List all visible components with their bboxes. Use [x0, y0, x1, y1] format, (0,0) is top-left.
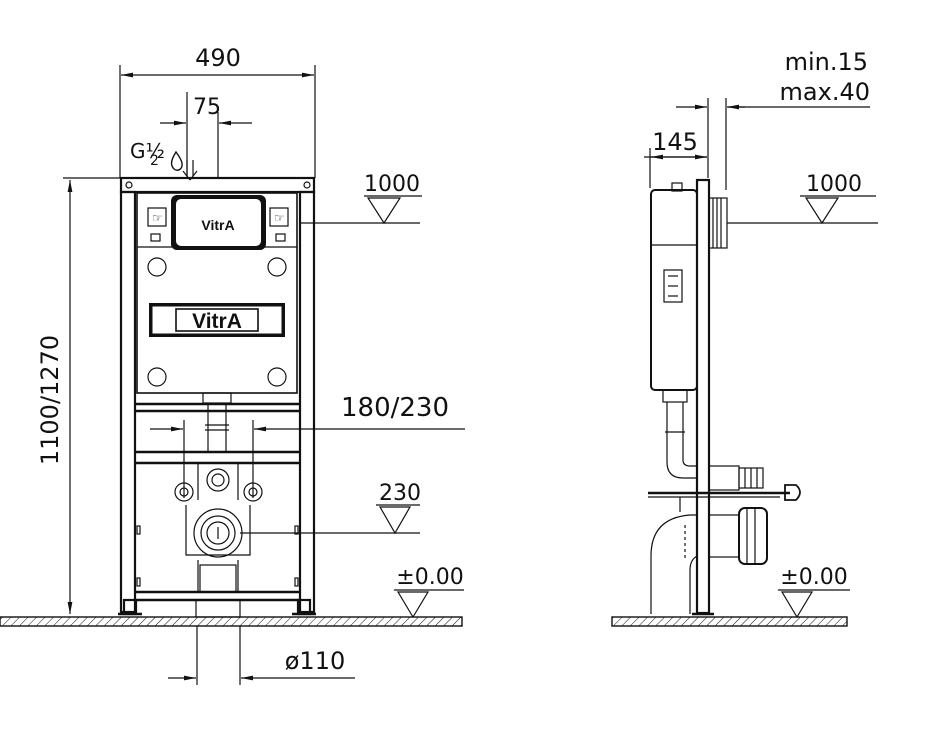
pipe-dimension: ø110 — [168, 626, 355, 685]
depth-label: 145 — [652, 128, 698, 156]
offset-label: 75 — [193, 95, 221, 120]
side-supply — [648, 465, 801, 512]
front-level-top-label: 1000 — [364, 172, 420, 197]
pipe-label: ø110 — [285, 647, 346, 675]
svg-text:☞: ☞ — [274, 211, 285, 225]
brand-logo-large: VitrA — [192, 310, 242, 333]
cistern: VitrA ☞ ☞ VitrA — [136, 192, 298, 394]
brand-logo-small: VitrA — [201, 217, 234, 233]
adjust-max-label: max.40 — [780, 78, 870, 106]
installation-frame — [118, 176, 316, 616]
front-level-1000: 1000 — [300, 172, 422, 225]
adjust-min-label: min.15 — [785, 48, 868, 76]
svg-text:2: 2 — [150, 153, 159, 169]
front-level-floor-label: ±0.00 — [396, 565, 463, 590]
side-level-1000: 1000 — [727, 172, 878, 225]
thread-label: G½ — [130, 139, 165, 163]
side-drain — [650, 507, 768, 614]
side-cistern — [650, 182, 698, 391]
side-flush-pipe — [662, 389, 697, 479]
offset-dimension: 75 — [160, 92, 252, 178]
adjust-dimension: min.15 max.40 — [676, 48, 870, 190]
height-dimension: 1100/1270 — [36, 177, 120, 614]
water-drop-icon — [170, 150, 183, 171]
front-level-mid-label: 230 — [379, 481, 421, 506]
width-label: 490 — [195, 44, 241, 72]
height-label: 1100/1270 — [36, 335, 64, 465]
svg-text:☞: ☞ — [152, 211, 163, 225]
front-level-floor: ±0.00 — [394, 565, 464, 619]
spacing-label: 180/230 — [341, 393, 449, 423]
flush-pipe — [202, 392, 232, 452]
side-level-top-label: 1000 — [806, 172, 862, 197]
side-floor — [611, 616, 848, 627]
front-level-230: 230 — [240, 481, 421, 535]
water-inlet: G½ 2 — [130, 139, 198, 181]
width-dimension: 490 — [119, 44, 316, 178]
side-level-floor: ±0.00 — [778, 565, 850, 619]
side-level-floor-label: ±0.00 — [780, 565, 847, 590]
depth-dimension: 145 — [644, 128, 707, 188]
front-floor — [0, 616, 463, 627]
lower-fittings — [174, 463, 263, 618]
side-frame — [692, 178, 728, 616]
side-view: min.15 max.40 145 — [611, 48, 878, 627]
spacing-dimension: 180/230 — [150, 393, 465, 498]
front-view: 490 75 G½ 2 1100/1270 — [0, 44, 465, 685]
